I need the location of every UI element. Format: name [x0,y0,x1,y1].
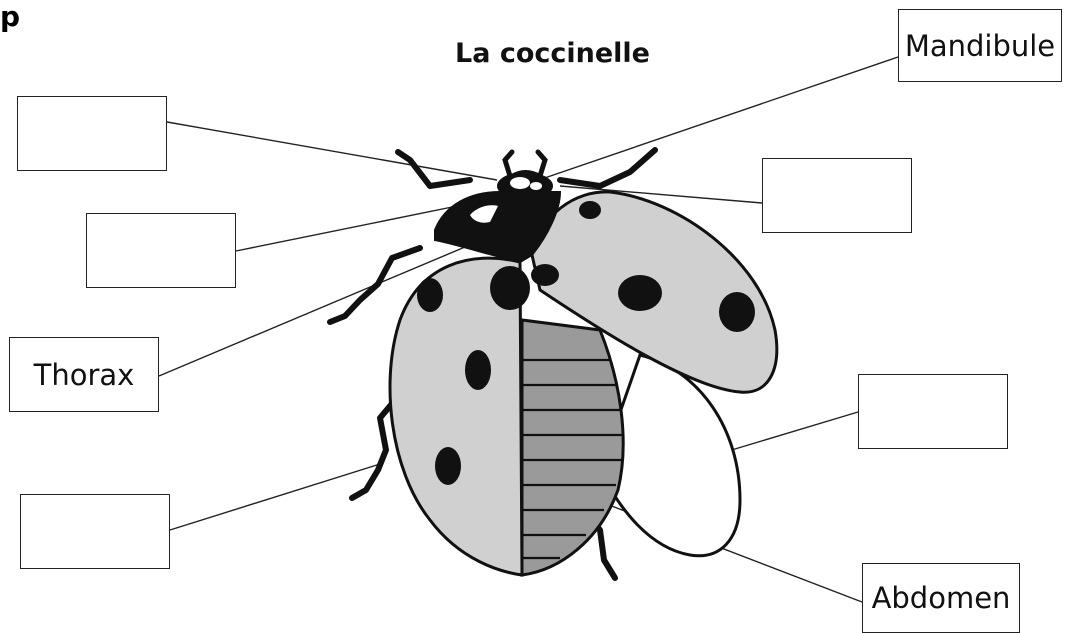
label-abdomen[interactable]: Abdomen [862,563,1020,633]
label-thorax[interactable]: Thorax [9,337,159,412]
spot [531,264,559,286]
head [497,172,553,200]
spot [719,292,755,332]
leader-line-bottom-left [170,464,380,530]
label-box-right-upper[interactable] [762,158,912,233]
spot [490,266,530,310]
head-spot [530,182,542,190]
abdomen [522,320,624,575]
label-box-top-left[interactable] [17,96,167,171]
leader-line-right-lower [715,412,858,455]
spot [435,447,461,485]
spot [417,278,443,312]
spot [618,275,662,311]
antenna-right [538,152,545,176]
leader-line-mid-left [236,205,462,251]
label-box-right-lower[interactable] [858,374,1008,449]
spot [465,350,491,390]
abdomen-body [522,320,623,575]
leader-line-top-left [167,122,497,180]
spot [579,201,601,219]
label-box-bottom-left[interactable] [20,494,170,569]
antenna-left [505,152,512,176]
head-spot [510,177,530,189]
leg-rear-left [352,400,395,498]
label-box-mid-left[interactable] [86,213,236,288]
label-mandibule[interactable]: Mandibule [898,9,1062,82]
